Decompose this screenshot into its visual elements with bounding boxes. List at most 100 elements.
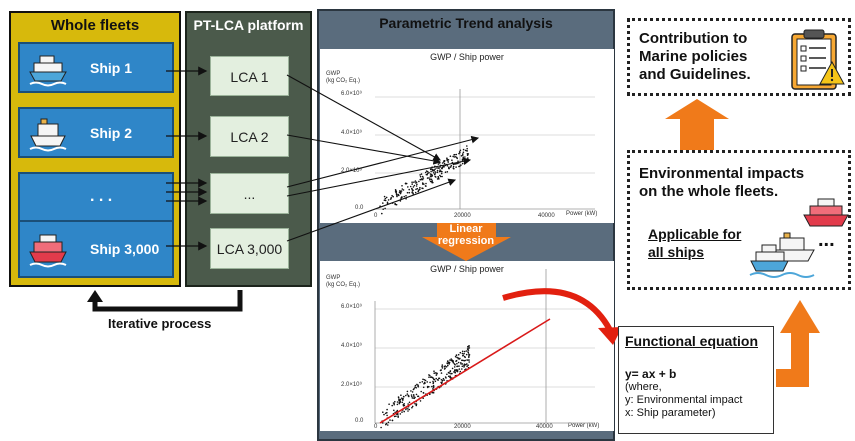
scatter-dot (452, 360, 454, 362)
scatter-dot (446, 360, 449, 362)
chart-bottom-ytick-0: 0.0 (355, 418, 364, 424)
chart-top-xtick-20000: 20000 (454, 213, 471, 219)
ship-1-label: Ship 1 (90, 59, 133, 76)
chart-top-title: GWP / Ship power (430, 52, 504, 62)
chart-bottom-xtick-40000: 40000 (536, 424, 553, 430)
scatter-dot (468, 354, 471, 356)
chart-top-xlabel: Power (kW) (566, 211, 598, 217)
scatter-dot (429, 393, 431, 396)
scatter-dot (455, 359, 458, 362)
scatter-dot (401, 401, 404, 404)
regression-label-2: regression (437, 235, 495, 247)
ship-3000-box: Ship 3,000 (18, 220, 174, 278)
scatter-dot (424, 185, 427, 187)
scatter-dot (404, 182, 407, 185)
scatter-dot (401, 188, 404, 190)
scatter-dot (414, 384, 417, 387)
scatter-dot (407, 408, 409, 410)
scatter-dot (438, 377, 440, 380)
scatter-dot (402, 397, 404, 400)
clipboard-checklist-icon (791, 29, 845, 90)
scatter-dot (434, 173, 436, 175)
scatter-dot (411, 405, 414, 408)
gwp-chart-top: GWP / Ship power GWP (kg CO₂ Eq.) 6.0×10… (320, 49, 614, 223)
scatter-dot (468, 356, 470, 359)
scatter-dot (432, 172, 435, 174)
scatter-dot (449, 370, 451, 373)
scatter-dot (439, 175, 442, 178)
ship-ellipsis-label: . . . (90, 188, 113, 205)
scatter-dot (391, 419, 394, 422)
environmental-line-2: on the whole fleets. (639, 183, 779, 200)
scatter-dot (448, 363, 450, 365)
scatter-dot (440, 382, 443, 385)
scatter-dot (466, 145, 468, 147)
scatter-dot (461, 154, 464, 156)
scatter-dot (431, 385, 433, 388)
scatter-dot (458, 152, 460, 155)
scatter-dot (439, 169, 441, 171)
scatter-dot (440, 372, 443, 374)
scatter-dot (454, 364, 456, 366)
scatter-dot (419, 178, 421, 181)
red-arrowhead (598, 327, 622, 345)
scatter-dot (431, 168, 434, 171)
scatter-dot (417, 386, 420, 388)
scatter-dot (395, 203, 398, 206)
scatter-dot (462, 153, 464, 155)
scatter-dot (450, 372, 452, 375)
scatter-dot (441, 365, 443, 368)
scatter-dot (410, 390, 412, 392)
ship-2-box: Ship 2 (18, 107, 174, 158)
scatter-dot (430, 175, 432, 178)
scatter-dot (453, 153, 456, 156)
scatter-dot (390, 197, 392, 199)
scatter-dot (452, 163, 455, 166)
scatter-dot (430, 376, 432, 378)
scatter-dot (388, 403, 390, 405)
environmental-line-1: Environmental impacts (639, 165, 805, 182)
whole-fleets-panel: Whole fleets Ship 1 Ship 2 . . . Ship 3,… (9, 11, 181, 287)
scatter-dot (465, 350, 468, 352)
scatter-dot (432, 381, 435, 384)
functional-note-1: (where, (625, 381, 662, 393)
scatter-dot (453, 366, 456, 368)
scatter-dot (411, 395, 413, 398)
scatter-dot (446, 373, 448, 376)
scatter-dot (466, 365, 468, 368)
scatter-dot (395, 415, 397, 417)
chart-bottom-xtick-0: 0 (374, 424, 378, 430)
scatter-dot (466, 150, 468, 152)
scatter-dot (441, 167, 443, 170)
scatter-dot (381, 212, 383, 215)
scatter-dot (448, 361, 451, 364)
scatter-dot (436, 379, 439, 381)
functional-equation-title: Functional equation (625, 333, 758, 349)
scatter-dot (459, 370, 462, 373)
scatter-dot (447, 375, 450, 378)
scatter-dot (464, 149, 467, 152)
scatter-dot (393, 409, 395, 412)
scatter-dot (431, 180, 434, 182)
scatter-dot (446, 362, 449, 365)
scatter-dot (385, 422, 388, 425)
scatter-dot (455, 354, 458, 356)
scatter-dot (466, 147, 468, 150)
scatter-dot (467, 351, 469, 353)
scatter-dot (415, 185, 418, 187)
chart-bottom-ylabel-1: GWP (326, 275, 341, 281)
scatter-dot (468, 359, 470, 361)
scatter-dot (396, 401, 399, 403)
scatter-dot (382, 411, 384, 413)
scatter-dot (411, 187, 413, 190)
chart-bottom-title: GWP / Ship power (430, 264, 504, 274)
chart-bottom-xtick-20000: 20000 (454, 424, 471, 430)
scatter-dot (407, 403, 409, 405)
chart-top-ylabel-2: (kg CO₂ Eq.) (326, 78, 361, 84)
functional-equation-formula: y= ax + b (625, 367, 677, 381)
scatter-dot (454, 163, 457, 165)
scatter-dot (431, 170, 434, 172)
pt-lca-panel: PT-LCA platform LCA 1 LCA 2 ... LCA 3,00… (185, 11, 312, 287)
scatter-dot (461, 359, 463, 362)
scatter-dot (426, 386, 429, 389)
